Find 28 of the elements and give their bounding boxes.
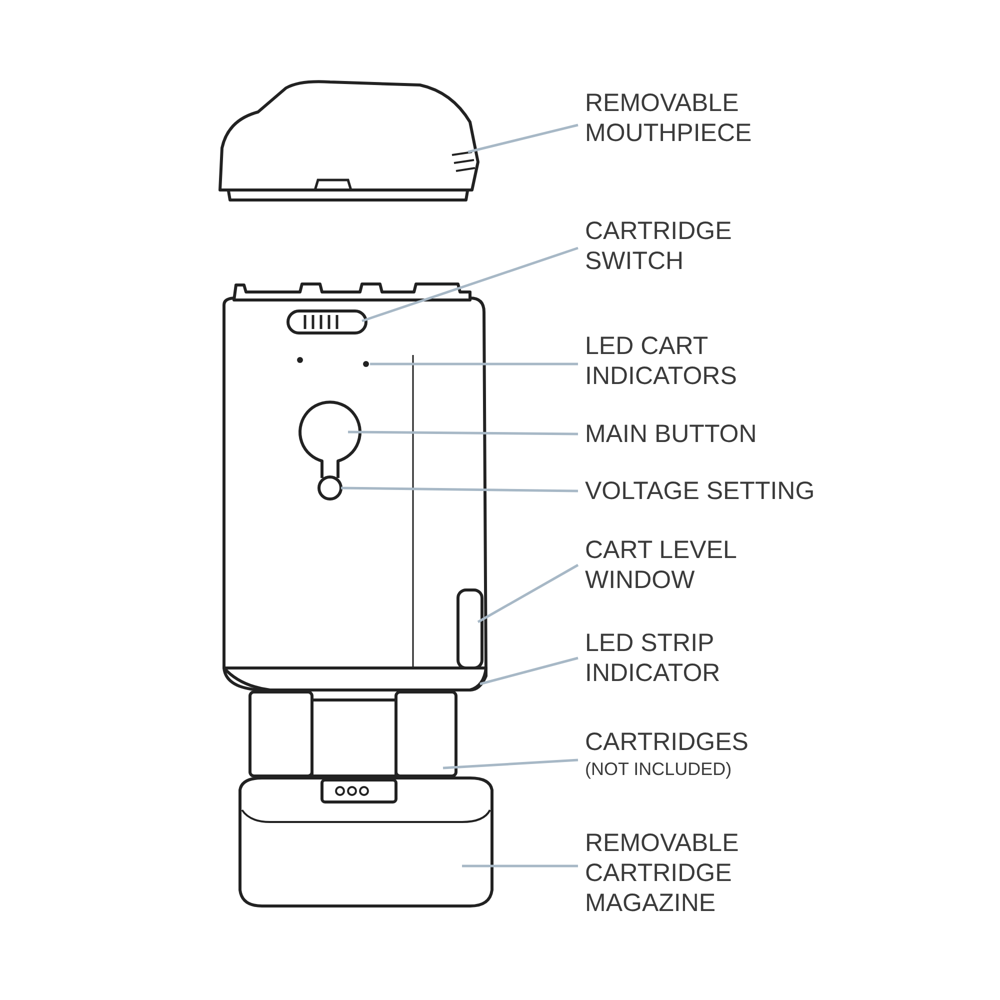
callout-label: CARTRIDGE SWITCH bbox=[585, 216, 733, 276]
slide-switch bbox=[286, 310, 368, 334]
leader-line bbox=[362, 246, 578, 322]
callout-label: CART LEVEL WINDOW bbox=[585, 535, 738, 595]
indicator-dot bbox=[363, 361, 369, 367]
callout-note: (NOT INCLUDED) bbox=[585, 758, 733, 781]
callout-label: LED STRIP INDICATOR bbox=[585, 628, 722, 688]
leader-line bbox=[462, 864, 578, 868]
leader-line bbox=[480, 656, 578, 686]
magazine-drawing bbox=[238, 776, 494, 908]
cartridge-drawing bbox=[394, 690, 458, 778]
leader-line bbox=[442, 758, 578, 770]
mouthpiece-drawing bbox=[218, 80, 480, 202]
leader-line bbox=[340, 486, 578, 492]
round-button bbox=[298, 400, 362, 480]
led-strip bbox=[222, 666, 488, 692]
callout-label: MAIN BUTTON bbox=[585, 419, 758, 449]
callout-label: CARTRIDGES bbox=[585, 727, 750, 757]
callout-label: REMOVABLE MOUTHPIECE bbox=[585, 88, 753, 148]
leader-line bbox=[468, 124, 578, 154]
leader-line bbox=[370, 362, 578, 366]
voltage-dial bbox=[318, 476, 342, 500]
callout-label: VOLTAGE SETTING bbox=[585, 476, 816, 506]
callout-label: LED CART INDICATORS bbox=[585, 331, 738, 391]
level-window bbox=[456, 588, 484, 670]
callout-label: REMOVABLE CARTRIDGE MAGAZINE bbox=[585, 828, 740, 918]
leader-line bbox=[477, 564, 579, 624]
leader-line bbox=[348, 430, 578, 436]
